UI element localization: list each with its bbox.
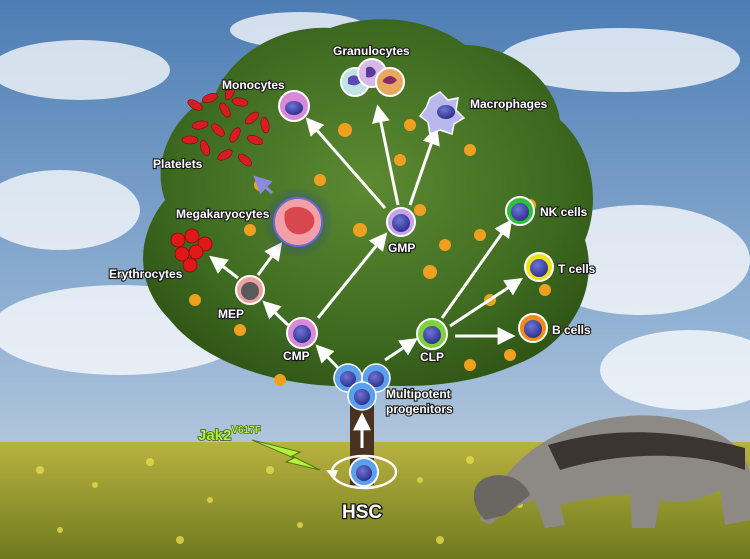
arrow-mep-to-erythrocytes [209,255,239,280]
arrow-gmp-to-macrophages [408,126,440,206]
cell-labels: Granulocytes Monocytes Macrophages Plate… [108,43,597,524]
label-granulocytes: Granulocytes [333,44,410,58]
label-gmp: GMP [388,241,415,255]
label-macrophages: Macrophages [470,97,548,111]
arrow-gmp-to-granulocytes [372,104,400,206]
clouds [0,12,750,410]
arrow-cmp-to-gmp [316,232,388,319]
mutation-lightning-icon [251,439,321,471]
label-jak2-base: Jak2 [198,427,231,444]
hsc-cell [326,454,398,490]
gmp-cell [386,207,416,237]
label-jak2: Jak2V617F [198,425,261,444]
arrow-mpp-to-cmp [315,344,342,372]
granulocytes-cluster [340,58,405,97]
label-platelets: Platelets [153,157,203,171]
label-multipotent: Multipotent [386,387,451,401]
label-jak2-superscript: V617F [231,425,260,436]
b-cell [518,313,548,343]
megakaryocyte-cell [262,186,334,258]
label-t-cells: T cells [558,262,596,276]
erythrocytes-cluster [170,228,213,273]
multipotent-progenitors-cluster [333,363,391,411]
label-monocytes: Monocytes [222,78,285,92]
nk-cell [505,196,535,226]
t-cell [524,252,554,282]
clp-cell [416,318,448,350]
label-clp: CLP [420,350,444,364]
differentiation-arrows [209,104,524,448]
macrophage-cell [418,91,466,136]
label-mep: MEP [218,307,244,321]
label-hsc: HSC [342,502,382,523]
arrow-megakaryocytes-to-platelets [253,175,274,195]
arrow-cmp-to-mep [262,300,290,327]
platelets-cluster [181,84,270,167]
label-progenitors: progenitors [386,402,453,416]
cmp-cell [286,317,318,349]
label-nk-cells: NK cells [540,205,588,219]
mep-cell [235,275,265,305]
label-cmp: CMP [283,349,310,363]
label-b-cells: B cells [552,323,591,337]
monocyte-cell [278,90,310,122]
arrow-gmp-to-monocytes [305,117,387,209]
label-megakaryocytes: Megakaryocytes [176,207,270,221]
label-erythrocytes: Erythrocytes [109,267,183,281]
arrow-mpp-to-clp [384,338,418,362]
arrow-clp-to-t [449,278,524,328]
arrow-clp-to-nk [440,219,513,319]
anteater-illustration [473,415,750,528]
